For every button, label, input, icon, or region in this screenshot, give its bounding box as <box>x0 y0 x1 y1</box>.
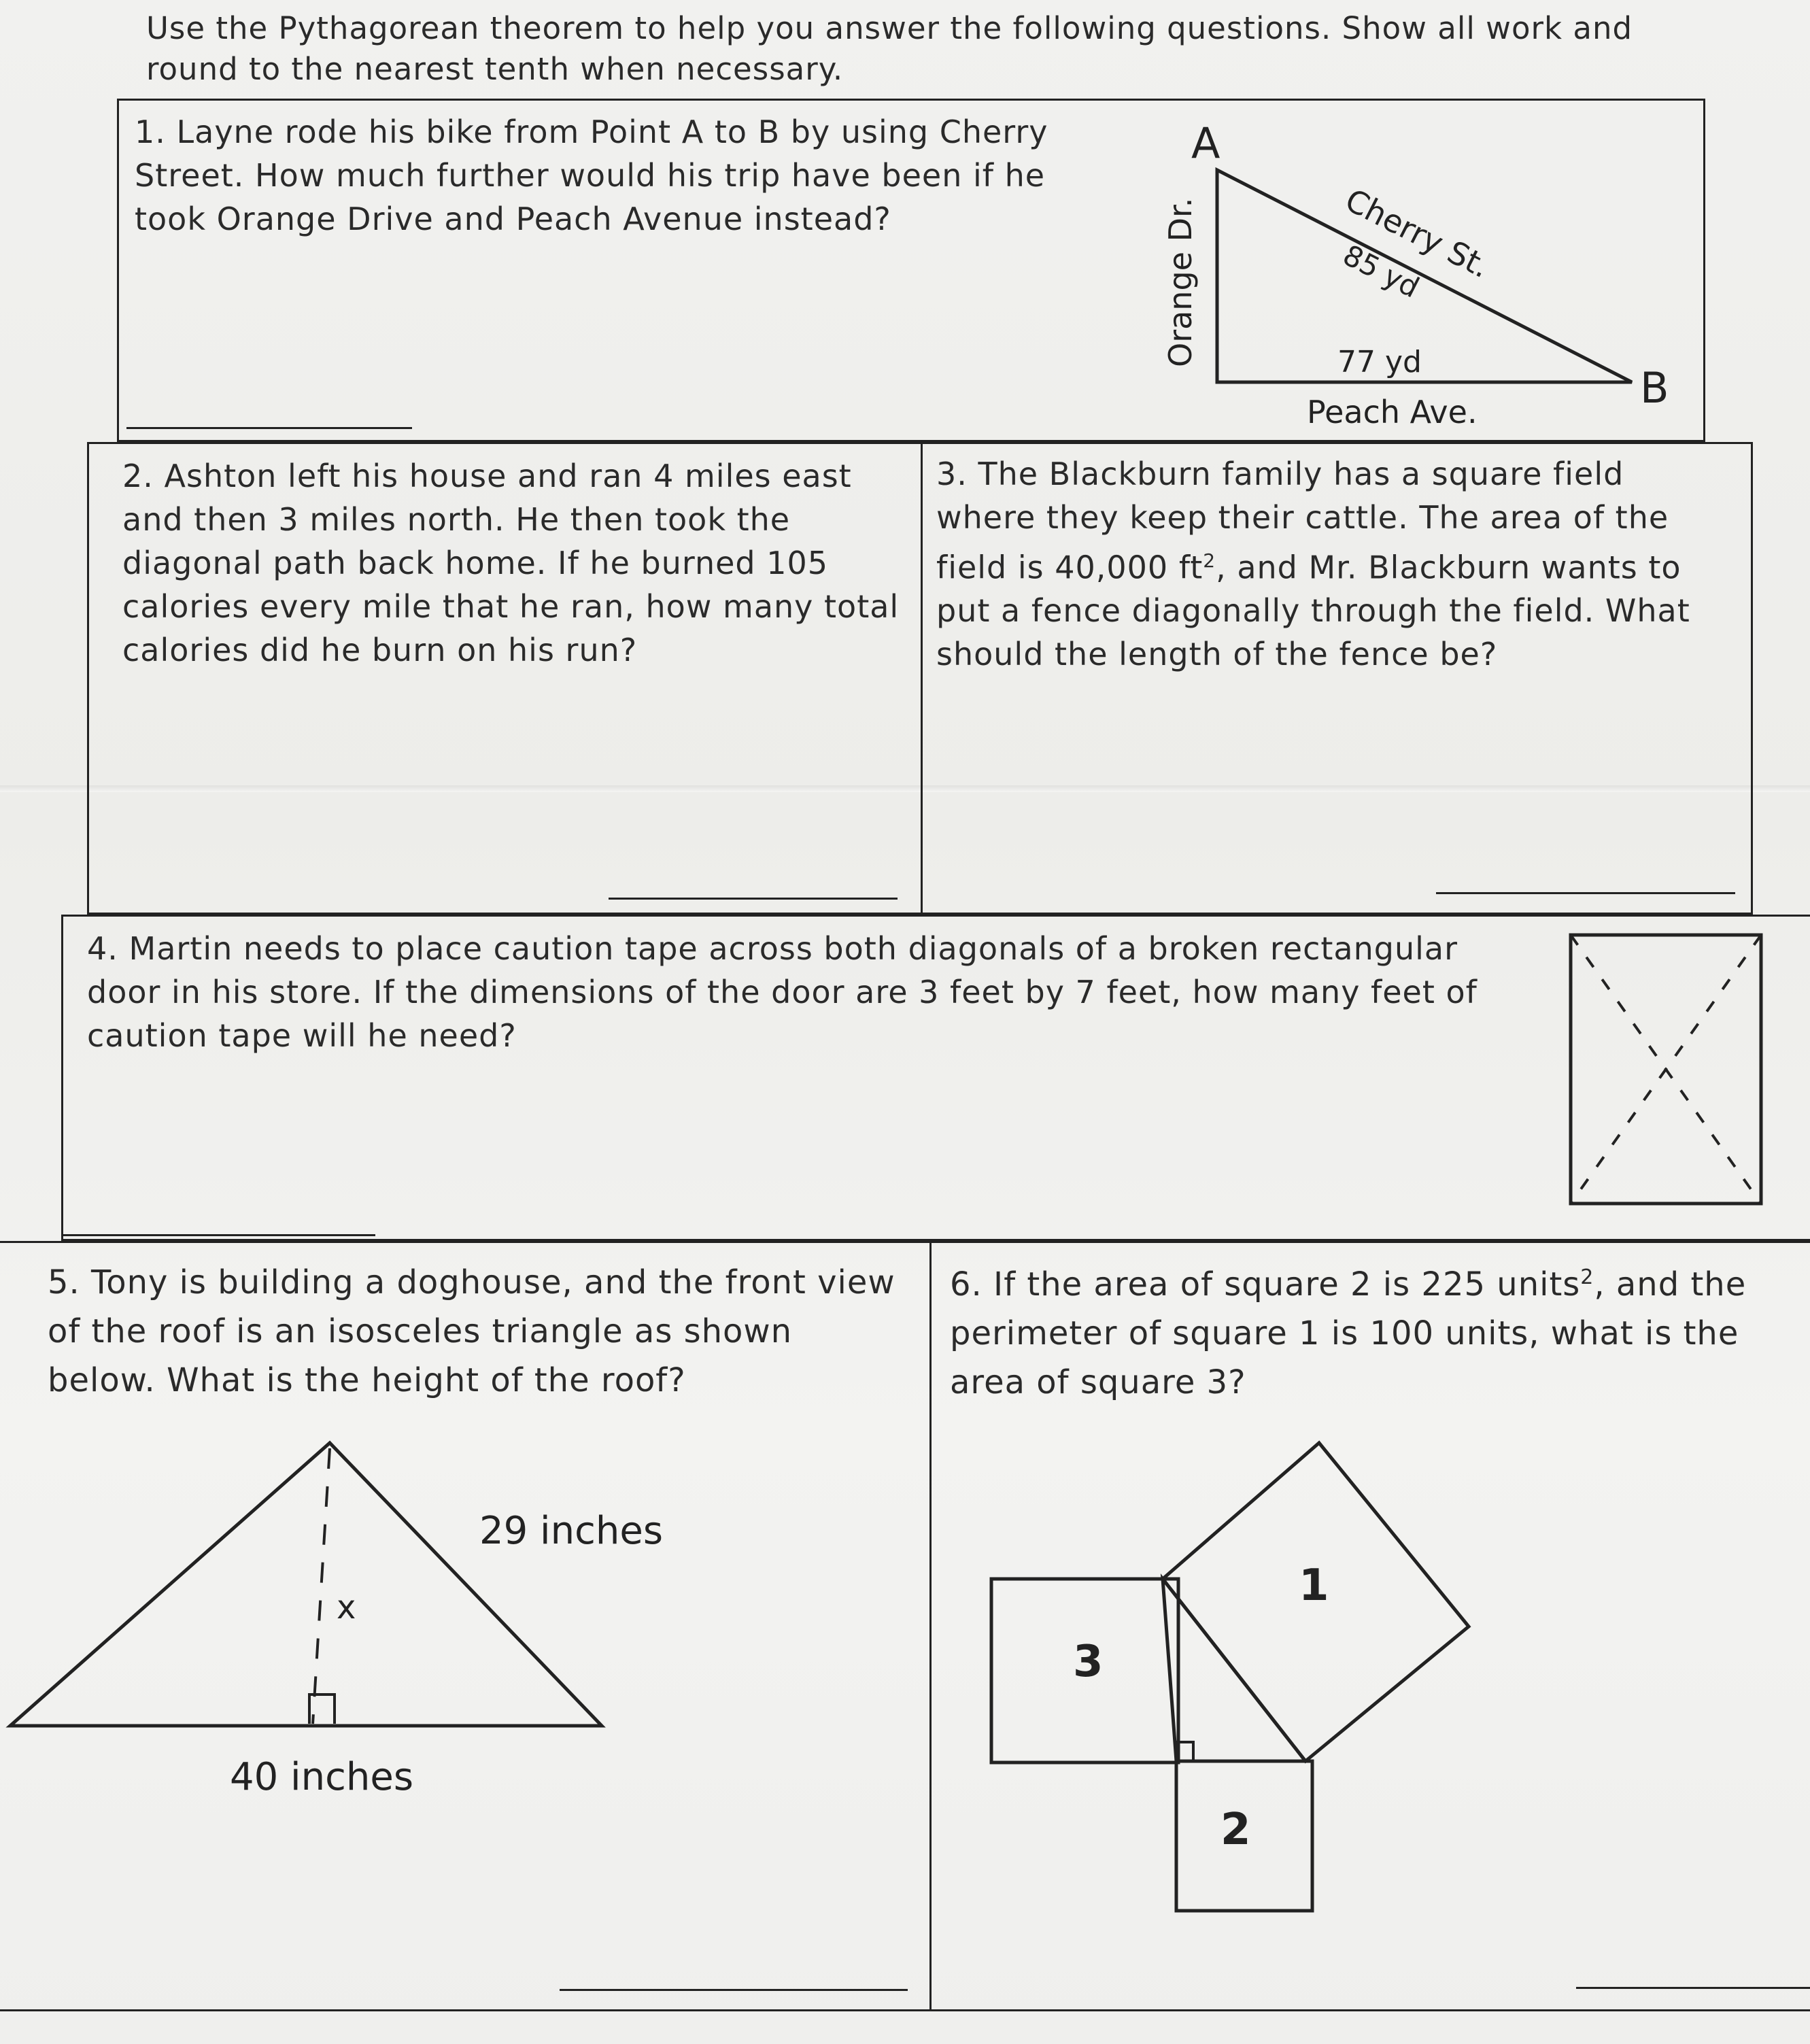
answer-line-3 <box>1436 892 1735 894</box>
orange-drive-label: Orange Dr. <box>1162 198 1199 367</box>
question-3-text: 3. The Blackburn family has a square fie… <box>936 452 1732 676</box>
question-1-box <box>117 99 1705 442</box>
figure-5-roof: 29 inches x 40 inches <box>5 1440 663 1799</box>
figure-1-triangle: A B Cherry St. 85 yd Orange Dr. 77 yd Pe… <box>1162 118 1669 430</box>
vertex-b-label: B <box>1640 363 1669 413</box>
door-diagonal-2 <box>1569 934 1762 1205</box>
figure-6-squares: 3 2 1 <box>989 1440 1471 1913</box>
square-3-label: 3 <box>1073 1637 1104 1687</box>
answer-line-1 <box>126 427 412 429</box>
bottom-border-line <box>0 2009 1810 2011</box>
right-triangle <box>1160 1573 1310 1763</box>
question-4-box <box>61 915 1810 1241</box>
peach-avenue-label: Peach Ave. <box>1307 394 1478 430</box>
question-6-text-part2: , and the perimeter of square 1 is 100 u… <box>950 1265 1747 1401</box>
square-3 <box>989 1577 1180 1765</box>
question-5-text: 5. Tony is building a doghouse, and the … <box>48 1263 895 1399</box>
question-6-box <box>929 1241 1810 2009</box>
roof-side-label: 29 inches <box>479 1509 663 1553</box>
square-2-label: 2 <box>1220 1805 1251 1855</box>
right-angle-marker <box>1176 1741 1195 1761</box>
roof-base-label: 40 inches <box>230 1755 413 1799</box>
question-4-text: 4. Martin needs to place caution tape ac… <box>87 930 1478 1054</box>
question-3-box <box>921 442 1753 915</box>
door-rectangle <box>1569 933 1763 1206</box>
peach-length-label: 77 yd <box>1337 345 1422 379</box>
right-angle-marker <box>308 1693 336 1724</box>
question-3-text-part2: , and Mr. Blackburn wants to put a fence… <box>936 549 1690 673</box>
square-1-label: 1 <box>1299 1561 1329 1611</box>
roof-height-line <box>311 1448 331 1724</box>
roof-height-label: x <box>337 1588 356 1626</box>
answer-line-2 <box>609 898 898 900</box>
answer-line-6 <box>1576 1987 1810 1989</box>
roof-triangle <box>5 1440 606 1728</box>
paper-fold-crease <box>0 785 1810 792</box>
answer-line-4 <box>63 1234 375 1236</box>
answer-line-5 <box>560 1989 908 1991</box>
question-1-text: 1. Layne rode his bike from Point A to B… <box>135 114 1048 237</box>
question-6-text: 6. If the area of square 2 is 225 units2… <box>950 1253 1800 1407</box>
question-6-text-part1: 6. If the area of square 2 is 225 units <box>950 1265 1581 1304</box>
squared-superscript: 2 <box>1580 1265 1594 1289</box>
figure-4-door <box>1569 933 1763 1206</box>
vertex-a-label: A <box>1191 118 1220 168</box>
question-3-text-part1: 3. The Blackburn family has a square fie… <box>936 456 1669 586</box>
route-triangle <box>1215 167 1633 384</box>
instructions: Use the Pythagorean theorem to help you … <box>146 10 1633 87</box>
question-2-text: 2. Ashton left his house and ran 4 miles… <box>122 458 900 668</box>
squared-superscript: 2 <box>1203 549 1216 572</box>
